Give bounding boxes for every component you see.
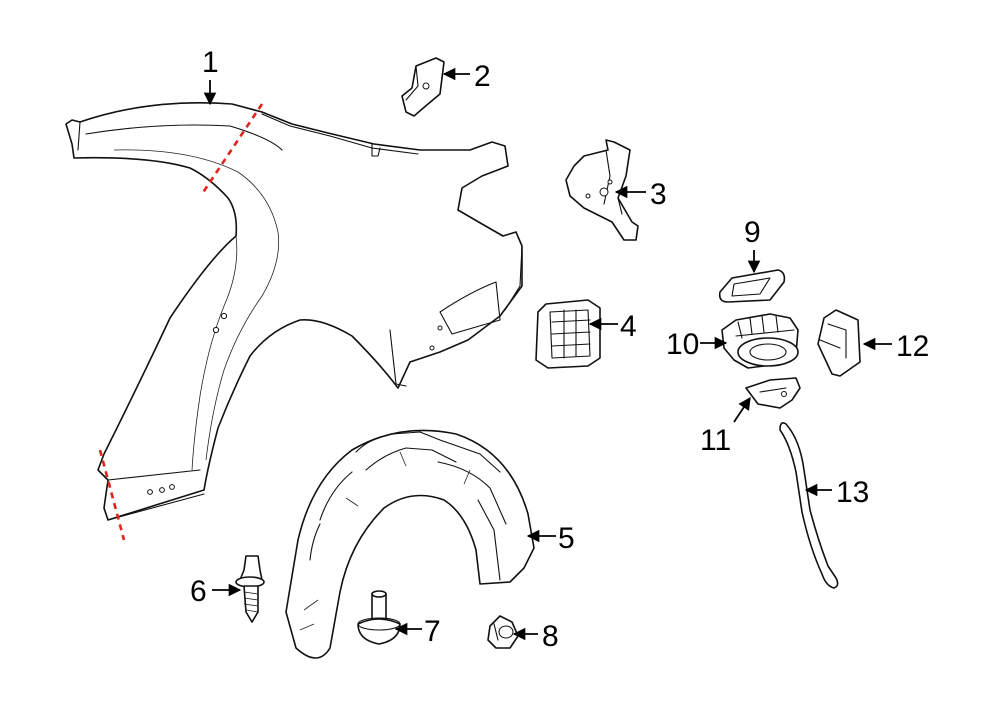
callout-label-11: 11 [700, 424, 731, 457]
cut-line-lower [98, 449, 126, 541]
quarter-panel-part [65, 102, 523, 521]
actuator-part [817, 309, 861, 377]
drain-hose-part [779, 422, 839, 589]
callout-3: 3 [614, 178, 667, 211]
bolt-part [235, 555, 265, 623]
callout-11: 11 [700, 396, 751, 457]
callout-6: 6 [190, 575, 242, 608]
cut-lines [98, 103, 264, 541]
callout-8: 8 [512, 620, 559, 653]
fuel-door-part [718, 269, 786, 303]
callout-label-2: 2 [474, 60, 491, 93]
filler-bracket-part [745, 377, 801, 409]
nut-part [487, 615, 519, 649]
callout-label-8: 8 [542, 620, 559, 653]
callout-7: 7 [394, 615, 441, 648]
callout-label-12: 12 [896, 330, 929, 363]
callout-label-1: 1 [202, 46, 219, 79]
callout-10: 10 [666, 328, 728, 361]
callout-4: 4 [588, 310, 637, 343]
bracket-part [401, 57, 445, 117]
callout-label-7: 7 [424, 615, 441, 648]
callout-2: 2 [442, 60, 491, 93]
wheelhouse-liner-part [285, 429, 535, 659]
callout-label-5: 5 [558, 522, 575, 555]
callout-12: 12 [862, 330, 929, 363]
callout-9: 9 [744, 216, 761, 274]
stud-part [357, 590, 401, 645]
callout-label-3: 3 [650, 178, 667, 211]
callout-label-4: 4 [620, 310, 637, 343]
reinforcement-part [565, 139, 639, 241]
callout-label-10: 10 [666, 328, 699, 361]
callout-5: 5 [526, 522, 575, 555]
filler-housing-part [721, 313, 799, 369]
callout-label-9: 9 [744, 216, 761, 249]
callout-label-13: 13 [836, 476, 869, 509]
cut-line-upper [200, 103, 264, 195]
callout-label-6: 6 [190, 575, 207, 608]
callout-1: 1 [202, 46, 219, 106]
vent-grille-part [535, 299, 601, 369]
callout-13: 13 [804, 476, 869, 509]
